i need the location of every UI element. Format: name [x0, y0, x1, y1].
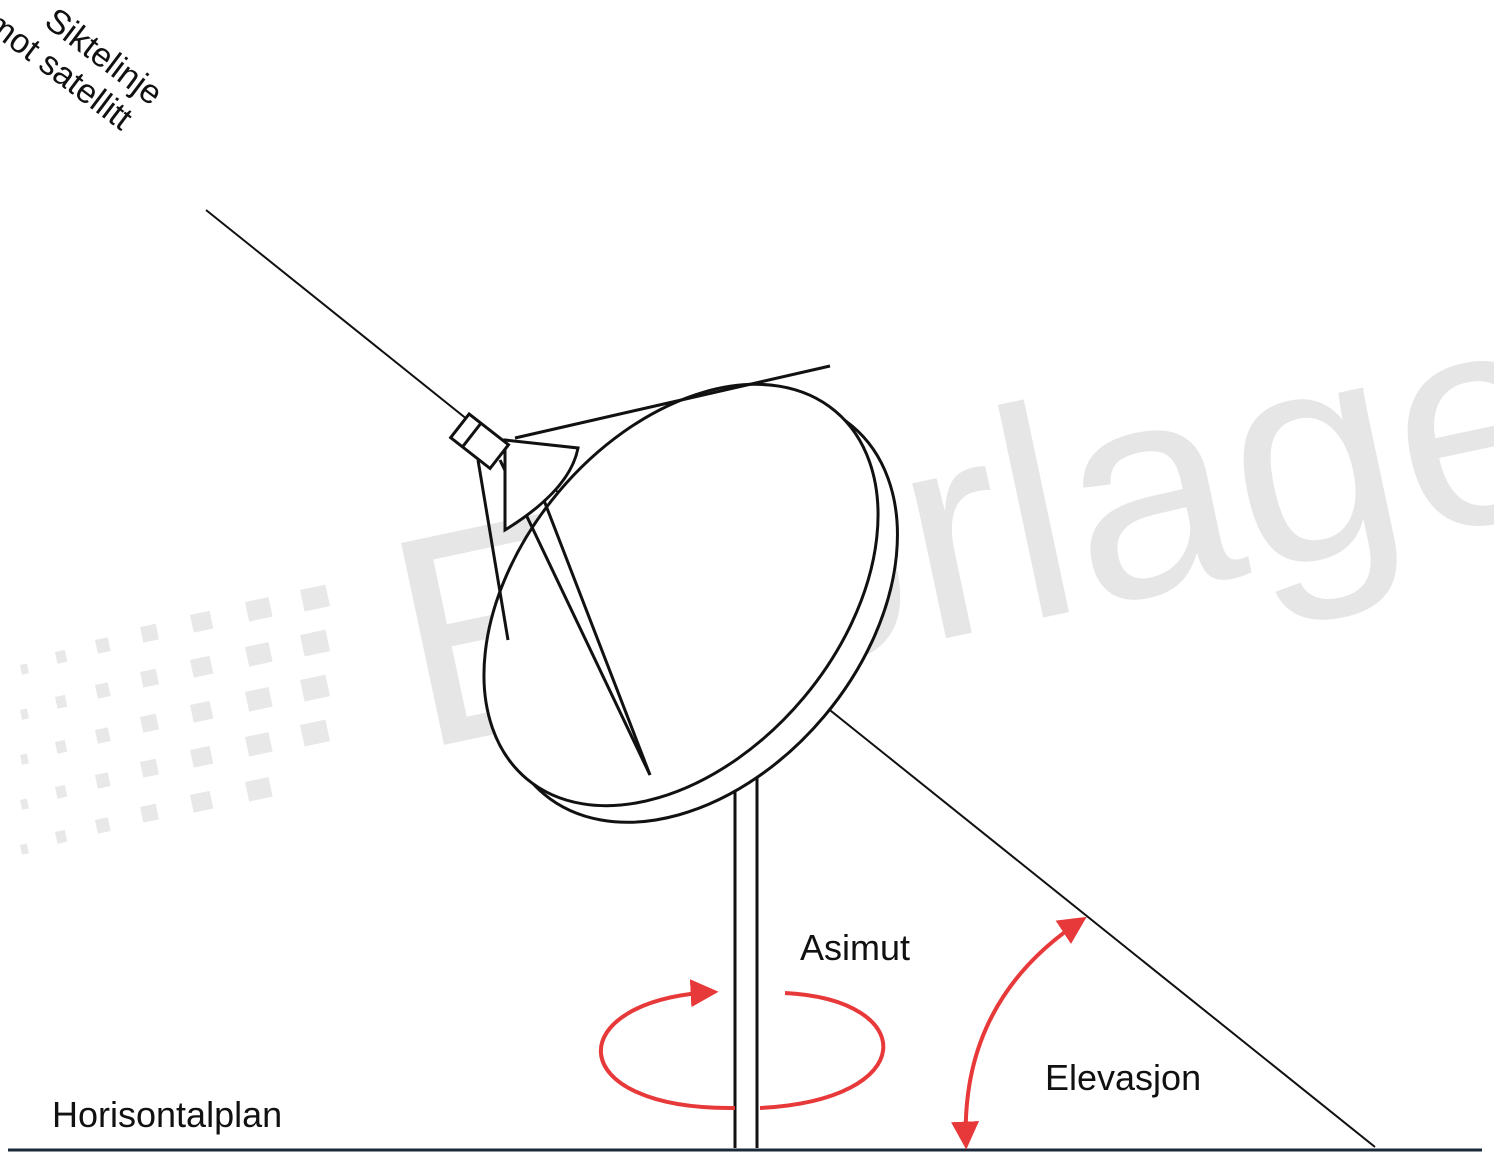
feed-arm-lower — [476, 459, 510, 641]
azimuth-arrow-left — [598, 979, 736, 1111]
lnb-box — [448, 411, 511, 471]
elevation-label: Elevasjon — [1045, 1057, 1201, 1098]
line-of-sight-label: Siktelinje mot satellitt — [0, 1, 170, 138]
azimuth-rotation-arrow — [598, 979, 886, 1111]
azimuth-arrow-right — [759, 991, 886, 1110]
dish-rim-front — [482, 382, 880, 808]
feed-horn — [503, 438, 580, 533]
azimuth-label: Asimut — [800, 927, 910, 968]
horizontal-plane-label: Horisontalplan — [52, 1094, 282, 1135]
watermark-logo-dots — [20, 584, 331, 855]
dish-mast — [733, 722, 759, 1148]
feed-arm-inner-b — [538, 489, 652, 776]
elevation-arc-arrow — [951, 916, 1087, 1150]
satellite-dish — [448, 364, 899, 824]
feed-arm-upper — [514, 364, 831, 440]
